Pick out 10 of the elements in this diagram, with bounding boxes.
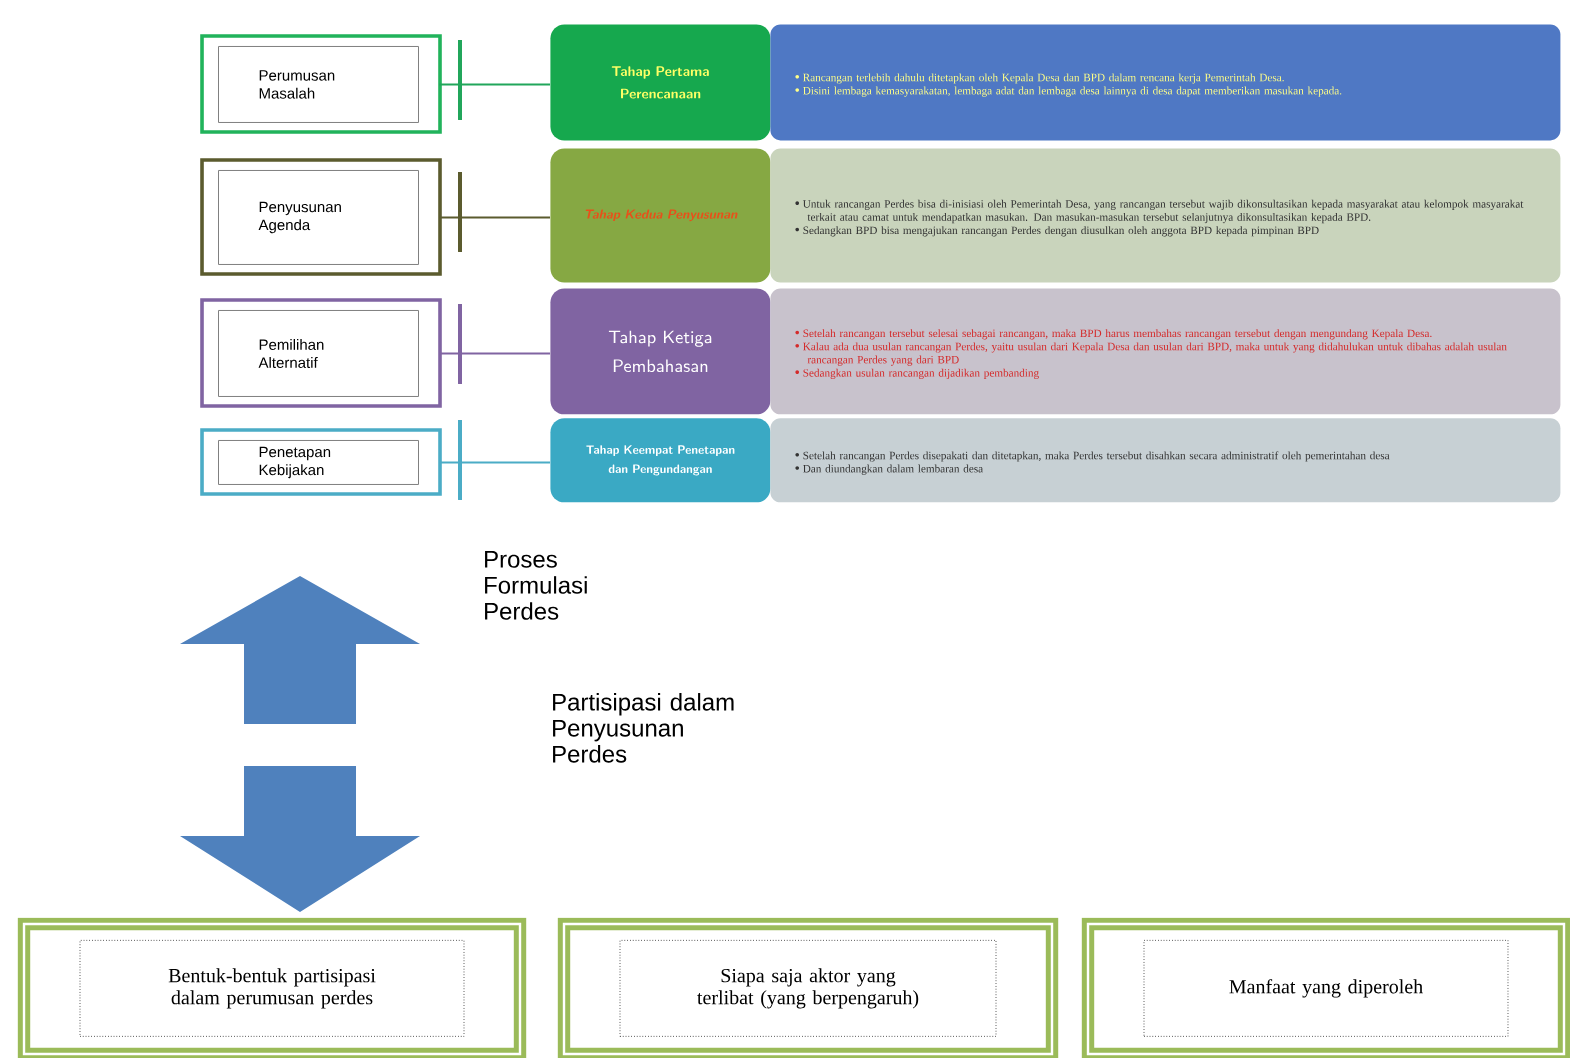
connector	[438, 83, 551, 86]
caption-text: Proses Formulasi Perdes	[485, 551, 587, 620]
connector	[438, 352, 551, 355]
caption-text: Partisipasi dalam Penyusunan Perdes	[553, 693, 734, 763]
text-box: Bentuk-bentuk partisipasi dalam perumusan perdes	[17, 917, 527, 1058]
connector	[438, 461, 551, 464]
connector	[438, 216, 551, 219]
text-box: Siapa saja aktor yang terlibat (yang berpengaruh)	[557, 917, 1059, 1058]
stage-box: Tahap Ketiga Pembahasan	[550, 288, 771, 415]
text-box: Manfaat yang diperoleh	[1081, 917, 1570, 1058]
